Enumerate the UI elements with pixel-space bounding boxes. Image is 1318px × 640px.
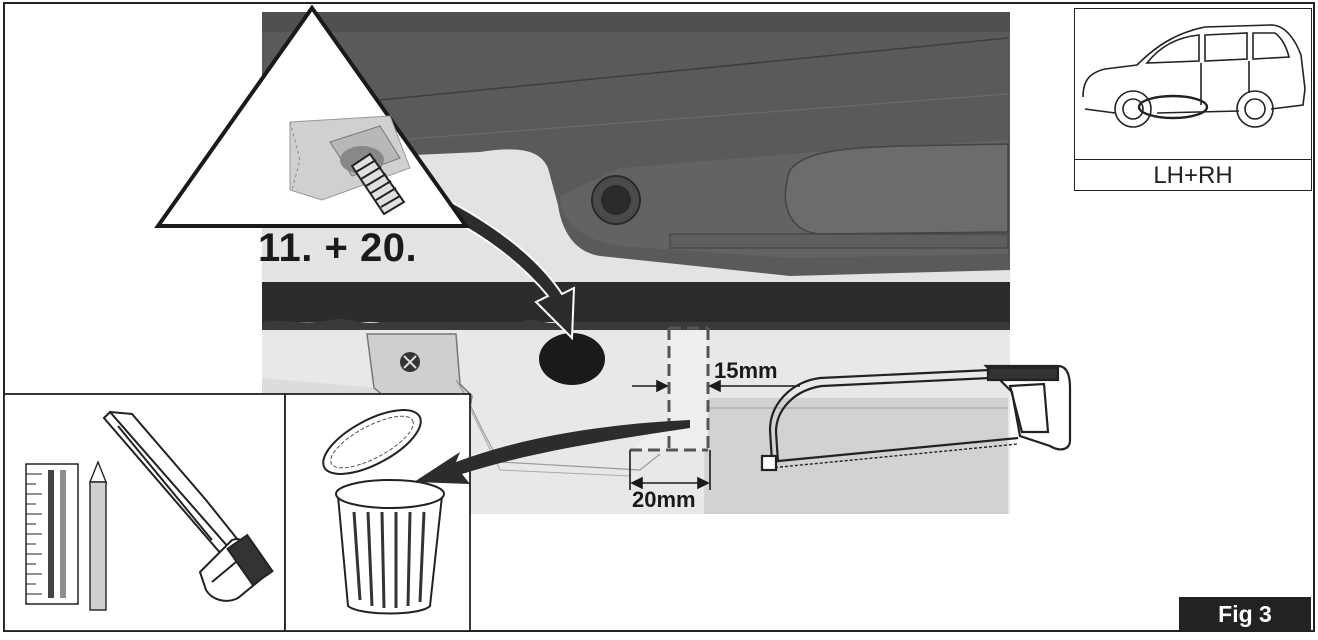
step-number-label: 11. + 20. (258, 226, 418, 270)
car-side-view-icon (1082, 24, 1306, 128)
dimension-20mm-label: 20mm (632, 487, 696, 512)
threaded-stud-warning-icon (154, 4, 470, 228)
dimension-15mm-label: 15mm (714, 358, 778, 383)
callout-arrow-to-hole (430, 194, 576, 341)
figure-number-label: Fig 3 (1179, 597, 1311, 632)
hacksaw-small-icon (102, 410, 274, 602)
ruler-icon (25, 463, 79, 605)
vehicle-side-box: LH+RH (1074, 8, 1312, 191)
vehicle-side-label: LH+RH (1075, 159, 1311, 190)
trash-bin-icon (322, 409, 445, 615)
pencil-icon (88, 460, 108, 611)
disposal-arrow (414, 420, 690, 484)
dimension-20mm-arrows (629, 450, 711, 490)
hacksaw-icon (760, 364, 1072, 472)
dimension-15mm-arrows (632, 379, 800, 393)
